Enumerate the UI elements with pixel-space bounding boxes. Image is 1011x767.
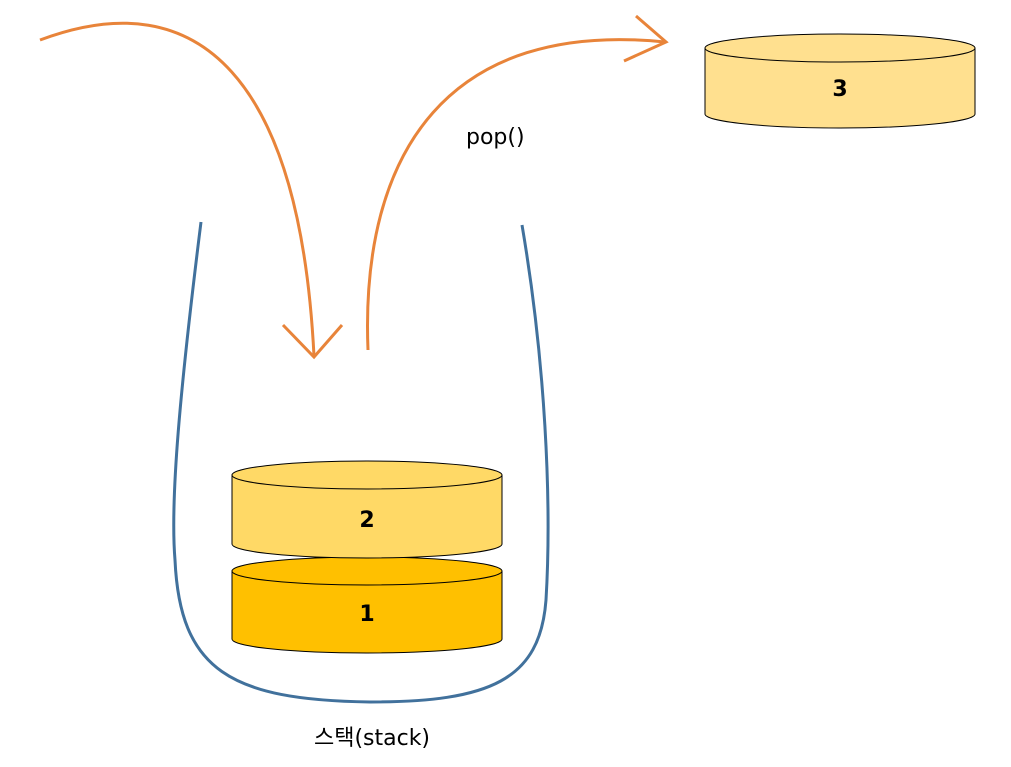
disk-popped: 3 xyxy=(704,33,976,129)
disk-top-top xyxy=(231,460,503,490)
disk-top-body xyxy=(231,475,503,559)
stack-container xyxy=(172,221,550,704)
disk-bottom-label: 1 xyxy=(359,602,374,627)
disk-popped-label: 3 xyxy=(832,77,847,102)
disk-bottom-top xyxy=(231,556,503,586)
push-arrow xyxy=(39,21,344,360)
disk-bottom-body xyxy=(231,571,503,654)
stack-label: 스택(stack) xyxy=(314,726,430,751)
push-arrowhead xyxy=(281,323,344,360)
pop-arrow xyxy=(366,14,669,351)
disk-bottom: 1 xyxy=(231,556,503,654)
disk-top: 2 xyxy=(231,460,503,559)
disk-popped-body xyxy=(704,48,976,129)
disk-top-label: 2 xyxy=(359,508,374,533)
pop-label: pop() xyxy=(466,125,525,150)
disk-popped-top xyxy=(704,33,976,63)
push-arrow-curve xyxy=(39,21,316,357)
pop-arrow-curve xyxy=(366,38,666,351)
pop-arrowhead xyxy=(623,14,669,63)
